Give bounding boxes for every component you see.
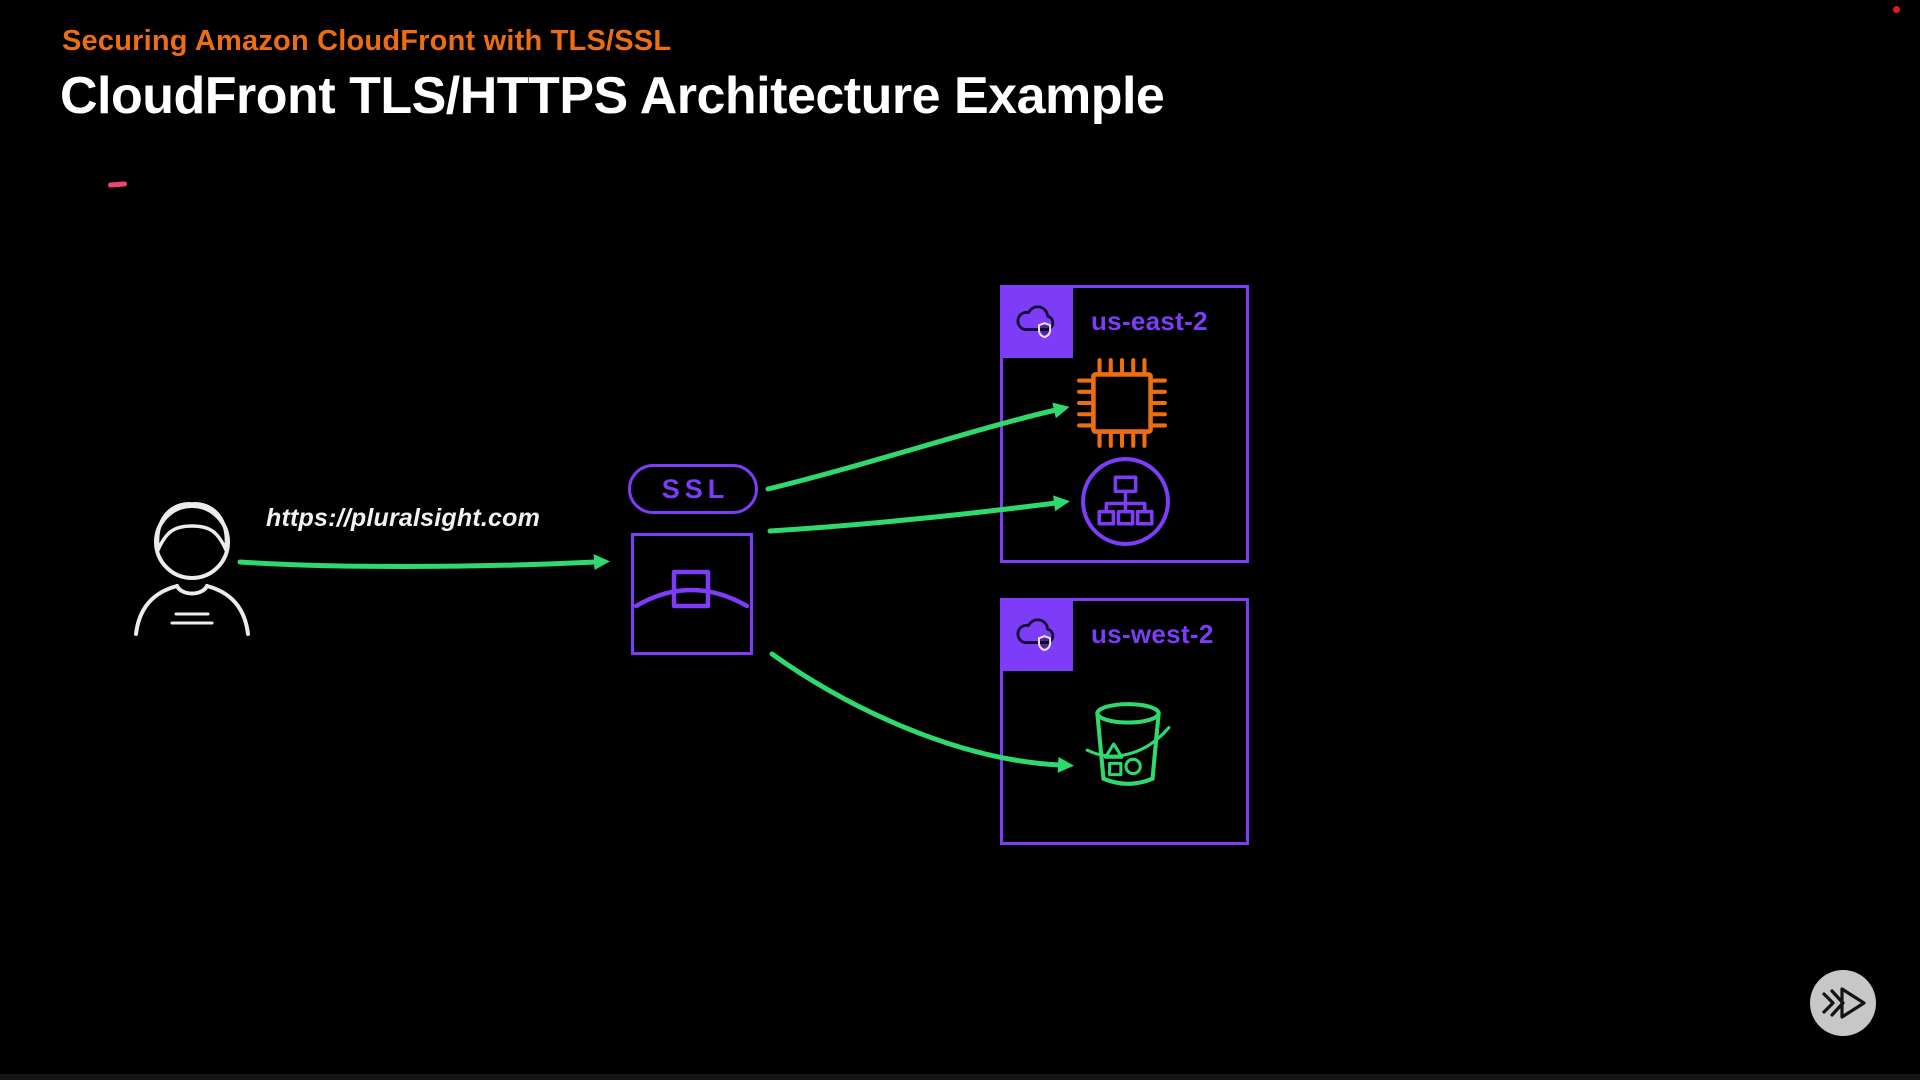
ssl-label: SSL [661, 473, 730, 504]
ssl-badge: SSL [628, 464, 758, 514]
s3-bucket-icon [1085, 702, 1171, 786]
ec2-instance-icon [1077, 358, 1167, 448]
aws-cloud-badge [1000, 598, 1073, 671]
bottom-strip [0, 1074, 1920, 1080]
user-icon [134, 502, 250, 636]
region-us-east-2: us-east-2 [1000, 285, 1249, 563]
region-label-us-east-2: us-east-2 [1091, 306, 1208, 336]
region-us-west-2: us-west-2 [1000, 598, 1249, 845]
page-title: CloudFront TLS/HTTPS Architecture Exampl… [60, 67, 1165, 125]
record-dot [1893, 6, 1900, 13]
network-subnet-icon [1081, 457, 1170, 546]
aws-cloud-badge [1000, 285, 1073, 358]
annotation-mark [107, 181, 128, 188]
cloudfront-glyph [634, 569, 749, 609]
region-label-us-west-2: us-west-2 [1091, 619, 1214, 649]
client-url-label: https://pluralsight.com [266, 504, 541, 532]
arrow-client-to-cloudfront [237, 554, 610, 571]
cloudfront-icon [631, 533, 753, 655]
course-title: Securing Amazon CloudFront with TLS/SSL [62, 25, 672, 57]
aws-cloud-security-icon [1016, 304, 1054, 338]
pluralsight-logo [1810, 970, 1876, 1036]
aws-cloud-security-icon [1016, 617, 1054, 651]
